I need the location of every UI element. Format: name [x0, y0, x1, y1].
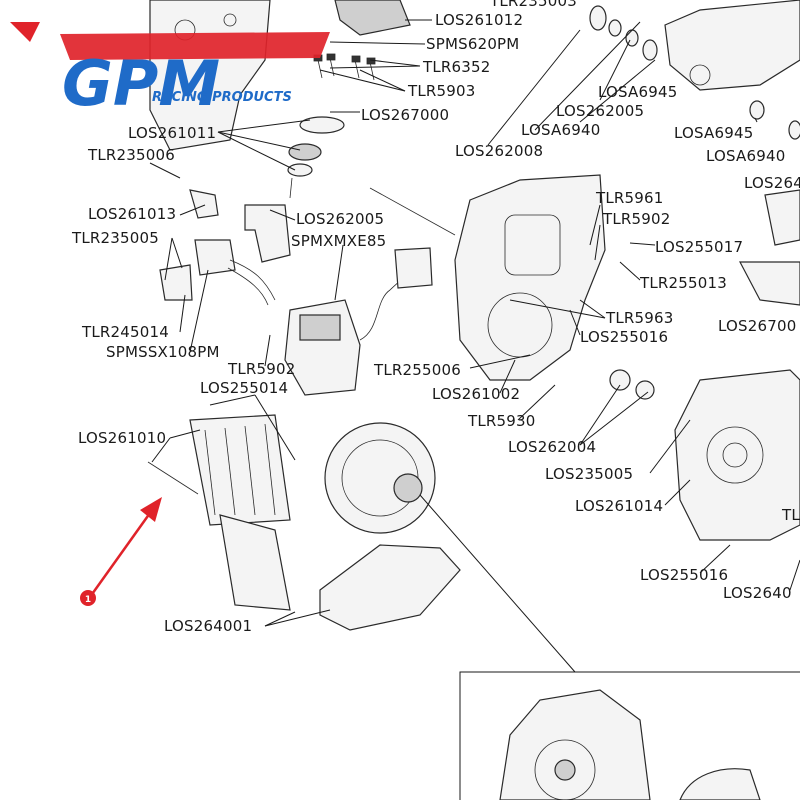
part-label: TLR255006: [373, 361, 461, 379]
part-label: SPMS620PM: [426, 35, 519, 53]
motor-guard-part: [319, 544, 461, 631]
part-label: LOSA6945: [674, 124, 753, 142]
logo-text: GPM: [62, 47, 220, 120]
part-label: TLR5902: [602, 210, 671, 228]
esc-part: [284, 299, 361, 396]
part-label: SPMSSX108PM: [106, 343, 220, 361]
marker-badge: [80, 590, 96, 606]
receiver-mount-part: [244, 204, 291, 263]
part-label: LOSA6940: [706, 147, 785, 165]
gpm-logo: GPM RACING PRODUCTS: [10, 22, 330, 120]
receiver-part: [194, 239, 236, 276]
part-label: LOS2640: [723, 584, 792, 602]
logo-red-band: [60, 32, 330, 60]
battery-brace-part: [189, 414, 291, 526]
part-label: LOS262005: [556, 102, 644, 120]
part-label: LOS261013: [88, 205, 176, 223]
part-label: TLR235006: [87, 146, 175, 164]
part-label: LOSA6945: [598, 83, 677, 101]
pinion-part: [609, 369, 631, 391]
parts-illustration: [147, 0, 800, 800]
motor-part: [324, 422, 436, 534]
part-label: TLR255013: [639, 274, 727, 292]
receiver-bracket-part: [159, 264, 193, 301]
part-label: LOS262004: [508, 438, 596, 456]
part-label: LOSA6940: [521, 121, 600, 139]
part-label: TLR5902: [227, 360, 296, 378]
bracket-part: [189, 189, 219, 219]
part-label: LOS264: [744, 174, 800, 192]
logo-red-swoosh: [10, 22, 40, 42]
logo-subtitle: RACING PRODUCTS: [152, 90, 292, 105]
part-label: LOS261014: [575, 497, 663, 515]
part-label: TLR: [781, 506, 800, 524]
motor-mount-part: [219, 514, 291, 611]
part-label: LOS261012: [435, 11, 523, 29]
arrow-head-icon: [140, 497, 162, 522]
part-label: TLR235003: [489, 0, 577, 10]
part-label: TLR245014: [81, 323, 169, 341]
part-label: LOS255016: [640, 566, 728, 584]
part-label: LOS255016: [580, 328, 668, 346]
detail-inset-frame: [459, 671, 800, 800]
gear-cover-part: [674, 369, 800, 541]
servo-saver-part: [299, 116, 345, 134]
part-label: TLR6352: [422, 58, 491, 76]
part-label: LOS262005: [296, 210, 384, 228]
part-label: LOS255014: [200, 379, 288, 397]
part-label: TLR5930: [467, 412, 536, 430]
callout-arrow: 1: [80, 497, 162, 606]
part-label: LOS261011: [128, 124, 216, 142]
part-label: LOS26700: [718, 317, 796, 335]
suspension-arm-part: [664, 0, 800, 91]
part-labels: TLR235003 LOS261012 SPMS620PM TLR6352 TL…: [71, 0, 800, 635]
part-label: TLR5961: [595, 189, 664, 207]
part-label: LOS267000: [361, 106, 449, 124]
part-label: LOS264001: [164, 617, 252, 635]
part-label: TLR5903: [407, 82, 476, 100]
servo-part: [334, 0, 411, 36]
part-label: LOS235005: [545, 465, 633, 483]
leader-lines: [149, 19, 800, 627]
part-label: SPMXMXE85: [291, 232, 386, 250]
part-label: LOS261010: [78, 429, 166, 447]
part-label: LOS261002: [432, 385, 520, 403]
part-label: LOS262008: [455, 142, 543, 160]
esc-plug-part: [394, 247, 433, 289]
center-plate-part: [454, 174, 606, 381]
part-label: TLR235005: [71, 229, 159, 247]
part-label: LOS255017: [655, 238, 743, 256]
part-label: TLR5963: [605, 309, 674, 327]
marker-label: 1: [85, 595, 91, 605]
motor-detail-part: [499, 689, 651, 800]
